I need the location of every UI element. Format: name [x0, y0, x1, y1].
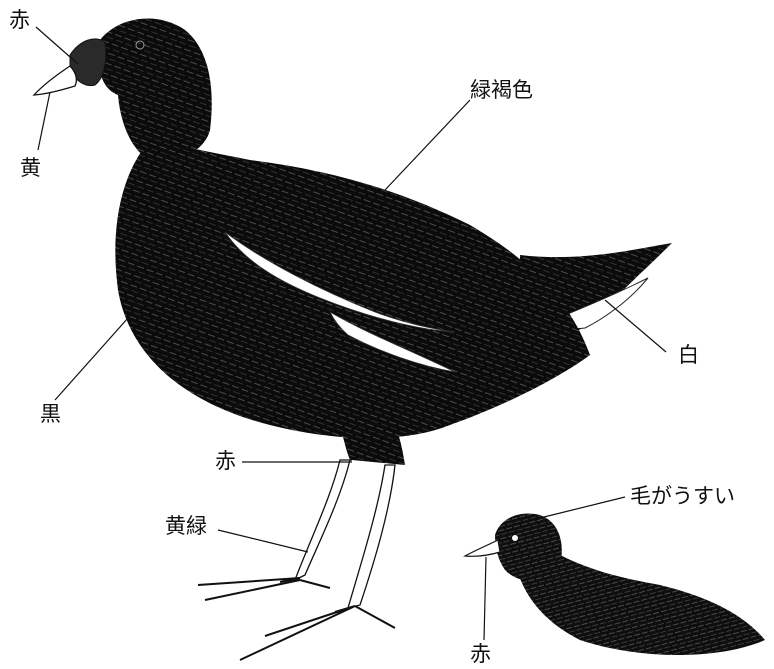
label-chick-bill: 赤: [470, 644, 491, 665]
leader-bill-tip: [38, 92, 50, 150]
chick-bill: [465, 540, 500, 556]
label-undertail: 白: [678, 345, 699, 366]
adult-thigh: [340, 425, 405, 465]
adult-leg-back: [295, 460, 350, 580]
chick-eye: [512, 535, 519, 542]
label-bill-tip: 黄: [20, 158, 41, 179]
leader-bill-base: [36, 27, 78, 64]
leader-chick-head: [540, 497, 625, 518]
label-body: 黒: [40, 404, 61, 425]
leader-chick-bill: [484, 557, 486, 640]
label-back: 緑褐色: [470, 80, 533, 101]
label-bill-base: 赤: [9, 10, 30, 31]
adult-toes-back: [198, 578, 330, 600]
label-chick-head: 毛がうすい: [630, 486, 735, 507]
adult-leg-front: [348, 465, 395, 608]
label-legs: 黄緑: [165, 516, 207, 537]
adult-bill: [34, 66, 76, 95]
adult-body: [115, 140, 590, 438]
adult-head: [99, 19, 212, 161]
adult-toes-front: [240, 606, 395, 660]
leader-legs: [218, 530, 308, 552]
leader-undertail: [605, 300, 666, 352]
chick-head: [495, 514, 562, 581]
label-thigh: 赤: [215, 451, 236, 472]
leader-back: [385, 100, 470, 190]
moorhen-chick: [465, 514, 765, 655]
leader-body: [55, 318, 128, 400]
